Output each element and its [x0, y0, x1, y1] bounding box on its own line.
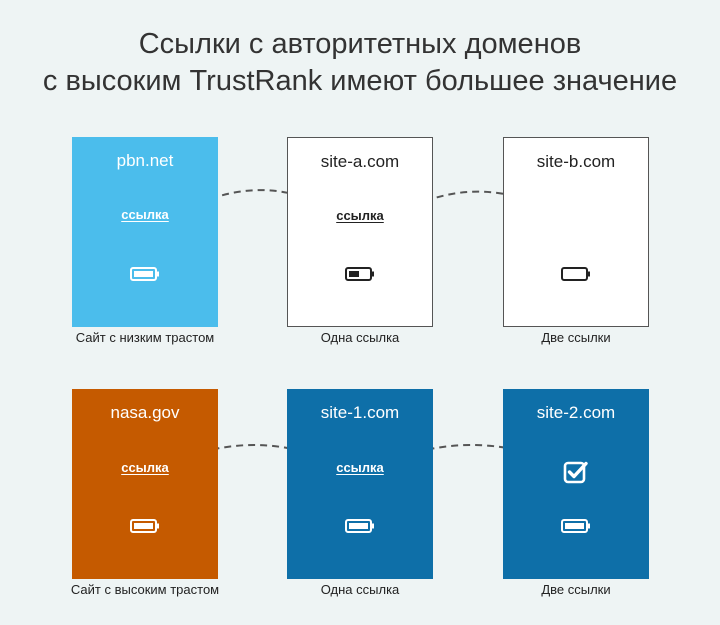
card-pbn: pbn.net ссылка: [72, 137, 218, 327]
card-link[interactable]: ссылка: [336, 208, 384, 223]
title-line-1: Ссылки с авторитетных доменов: [138, 28, 582, 60]
card-domain: site-2.com: [536, 403, 616, 422]
battery-full-icon: [130, 519, 159, 533]
battery-half-icon: [345, 267, 374, 281]
card-nasa: nasa.gov ссылка: [72, 389, 218, 579]
card-site-1: site-1.com ссылка: [287, 389, 433, 579]
battery-full-icon: [345, 519, 374, 533]
caption-one-link: Одна ссылка: [320, 330, 400, 345]
card-domain: nasa.gov: [110, 403, 180, 422]
caption-two-links: Две ссылки: [541, 582, 611, 597]
caption-two-links: Две ссылки: [541, 330, 611, 345]
page-title: Ссылки с авторитетных доменов с высоким …: [0, 26, 720, 100]
battery-full-icon: [130, 267, 159, 281]
card-site-b: site-b.com: [503, 137, 649, 327]
card-link[interactable]: ссылка: [121, 207, 169, 222]
title-line-2: с высоким TrustRank имеют большее значен…: [42, 65, 678, 97]
caption-one-link: Одна ссылка: [320, 582, 400, 597]
card-domain: site-b.com: [536, 152, 616, 171]
card-domain: site-1.com: [320, 403, 400, 422]
card-domain: pbn.net: [116, 151, 174, 170]
card-link[interactable]: ссылка: [336, 460, 384, 475]
card-site-a: site-a.com ссылка: [287, 137, 433, 327]
checkbox-checked-icon: [563, 461, 588, 484]
battery-full-icon: [561, 519, 590, 533]
caption-high-trust: Сайт с высоким трастом: [70, 582, 220, 597]
caption-low-trust: Сайт с низким трастом: [75, 330, 215, 345]
battery-empty-icon: [561, 267, 590, 281]
card-domain: site-a.com: [320, 152, 400, 171]
card-link[interactable]: ссылка: [121, 460, 169, 475]
card-site-2: site-2.com: [503, 389, 649, 579]
